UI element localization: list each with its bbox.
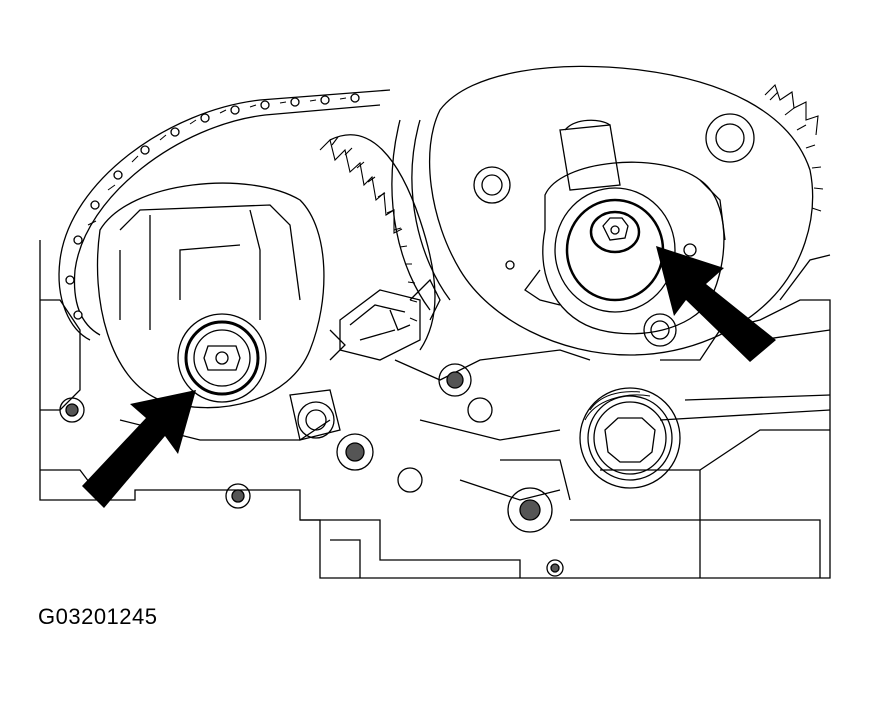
housing-bolt-bosses [60, 364, 570, 576]
cam-gear-holes [474, 114, 754, 346]
left-sprocket-center-bolt [178, 314, 266, 402]
right-sprocket-center-bolt [555, 188, 675, 312]
figure-id-label: G03201245 [38, 604, 158, 629]
timing-chain [59, 90, 390, 340]
right-sprocket-bolt-arrow [656, 246, 776, 362]
cam-hub [525, 120, 725, 333]
engine-timing-illustration [0, 0, 875, 600]
right-cam-gear [392, 66, 823, 355]
left-sprocket-bolt-arrow [82, 390, 196, 508]
idler-pulley [580, 388, 680, 488]
left-sprocket [98, 183, 324, 408]
chain-tensioner [330, 280, 440, 360]
middle-toothed-sprocket [320, 135, 435, 350]
callout-arrows [82, 246, 776, 508]
